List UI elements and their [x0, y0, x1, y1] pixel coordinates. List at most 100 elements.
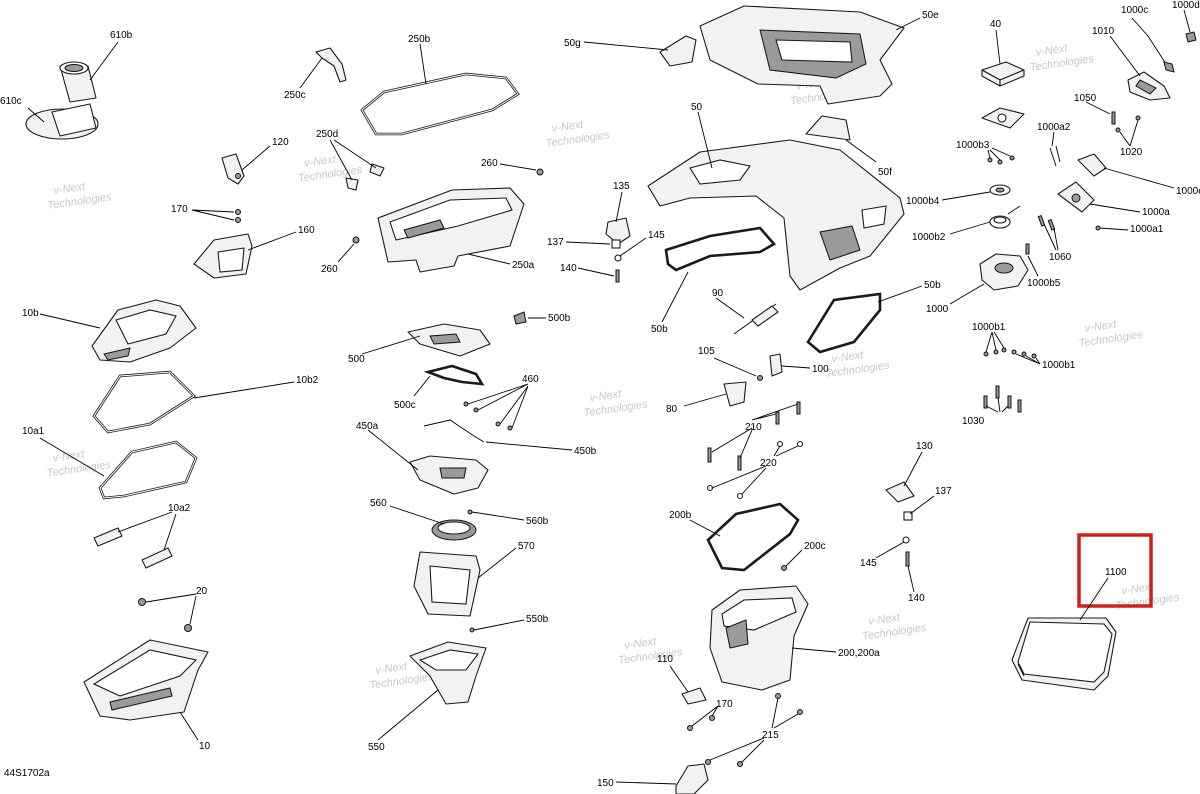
- leader-150: [615, 781, 677, 785]
- leader-50e: [895, 17, 921, 31]
- part-80-bracket[interactable]: [723, 381, 747, 407]
- label-100: 100: [812, 364, 829, 375]
- part-1000-mount-plate[interactable]: [981, 107, 1025, 129]
- part-1000b5-pin[interactable]: [1025, 243, 1030, 255]
- part-10-base-tub[interactable]: [83, 639, 209, 721]
- part-50b-seal-right[interactable]: [806, 292, 882, 354]
- leader-170a: [191, 209, 235, 221]
- part-1010-bracket[interactable]: [1127, 71, 1171, 101]
- part-40-pad[interactable]: [981, 61, 1025, 87]
- part-160-cover[interactable]: [193, 233, 253, 279]
- leader-20: [145, 593, 197, 625]
- part-170-screws-lower[interactable]: [687, 715, 715, 731]
- label-145b: 145: [860, 558, 877, 569]
- part-1000a1-screw[interactable]: [1095, 225, 1101, 231]
- part-1000a-actuator[interactable]: [1057, 181, 1095, 213]
- leader-215: [709, 697, 799, 763]
- leader-110: [669, 665, 689, 693]
- part-150-bracket[interactable]: [675, 763, 709, 794]
- part-250a-tray[interactable]: [377, 187, 525, 273]
- part-135-bracket[interactable]: [605, 217, 631, 245]
- leader-137a: [565, 241, 611, 245]
- part-90-gas-strut[interactable]: [733, 303, 779, 335]
- part-1020-screws[interactable]: [1115, 115, 1141, 133]
- part-10b2-seal[interactable]: [92, 370, 197, 434]
- label-250a: 250a: [512, 260, 535, 271]
- part-50e-decal[interactable]: [699, 5, 905, 105]
- svg-text:v-Next: v-Next: [868, 611, 902, 627]
- label-10a2: 10a2: [168, 503, 191, 514]
- part-130-bracket[interactable]: [885, 481, 915, 503]
- part-105-screw[interactable]: [757, 375, 763, 381]
- part-215-screws[interactable]: [705, 693, 803, 767]
- part-1030-bolts[interactable]: [983, 385, 1022, 413]
- part-1000b1-screws-right[interactable]: [1011, 349, 1037, 359]
- part-1000b3-screws[interactable]: [987, 155, 1015, 165]
- part-10a2-strips[interactable]: [93, 527, 173, 569]
- part-610b-cup[interactable]: [59, 61, 97, 103]
- part-610c-pad[interactable]: [25, 103, 99, 140]
- part-450a-housing[interactable]: [409, 455, 489, 495]
- part-50f-panel[interactable]: [805, 115, 851, 141]
- part-1000b2-spring[interactable]: [989, 205, 1021, 229]
- part-140-bolt-right[interactable]: [905, 551, 910, 567]
- part-250b-seal[interactable]: [360, 72, 520, 136]
- label-500c: 500c: [394, 400, 416, 411]
- svg-text:v-Next: v-Next: [375, 660, 409, 676]
- part-20-clips[interactable]: [138, 598, 192, 632]
- leader-250b: [419, 43, 427, 85]
- part-140-bolt-top[interactable]: [615, 269, 620, 283]
- part-500-cover[interactable]: [407, 323, 491, 357]
- part-1060-pins[interactable]: [1037, 214, 1056, 231]
- part-200c-clip[interactable]: [781, 565, 787, 571]
- part-1000d-connector[interactable]: [1185, 31, 1197, 43]
- leader-1000b1-left: [985, 331, 1005, 353]
- label-610b: 610b: [110, 30, 133, 41]
- part-1000e-sensor[interactable]: [1077, 153, 1107, 177]
- part-145-washer-right[interactable]: [902, 536, 910, 544]
- part-1000c-cable[interactable]: [1131, 17, 1175, 73]
- label-135: 135: [613, 181, 630, 192]
- part-550-tray[interactable]: [409, 641, 487, 705]
- part-170-screws[interactable]: [235, 209, 241, 223]
- leader-140b: [907, 565, 915, 593]
- part-460-screws[interactable]: [463, 401, 513, 431]
- part-210-bolts[interactable]: [707, 401, 801, 471]
- part-560b-screw[interactable]: [467, 509, 473, 515]
- part-450b-rod[interactable]: [423, 419, 485, 443]
- part-120-bracket[interactable]: [221, 153, 245, 185]
- part-570-bin[interactable]: [413, 551, 481, 617]
- part-200-storage-bin[interactable]: [709, 585, 809, 691]
- part-250d-strips[interactable]: [345, 163, 385, 191]
- part-250c-clip[interactable]: [315, 47, 347, 83]
- leader-260a: [499, 163, 537, 171]
- part-500c-seal[interactable]: [423, 364, 485, 386]
- part-1100-pad[interactable]: [1011, 617, 1117, 691]
- svg-text:v-Next: v-Next: [1035, 42, 1069, 58]
- part-260-screws[interactable]: [352, 168, 544, 244]
- part-137-bushing-top[interactable]: [611, 239, 621, 249]
- part-110-latch[interactable]: [681, 687, 707, 705]
- label-220: 220: [760, 458, 777, 469]
- part-550b-screw[interactable]: [469, 627, 475, 633]
- leader-450b: [485, 441, 573, 451]
- part-10a1-seal[interactable]: [98, 440, 198, 500]
- label-105: 105: [698, 346, 715, 357]
- part-1000b4-washer[interactable]: [989, 184, 1011, 196]
- leader-135: [615, 191, 623, 223]
- part-1000a2-wires[interactable]: [1049, 145, 1061, 167]
- label-10a1: 10a1: [22, 426, 45, 437]
- part-100-latch[interactable]: [769, 353, 783, 377]
- part-10b-housing[interactable]: [91, 299, 197, 363]
- part-200b-seal[interactable]: [706, 502, 800, 572]
- part-50g-panel[interactable]: [659, 35, 697, 67]
- part-1000-actuator-base[interactable]: [979, 253, 1029, 291]
- part-500b-clip[interactable]: [513, 311, 527, 325]
- part-560-lid[interactable]: [431, 519, 477, 541]
- part-50-hood[interactable]: [647, 139, 905, 291]
- label-1000b1-right: 1000b1: [1042, 360, 1076, 371]
- part-1050-screw[interactable]: [1111, 111, 1116, 125]
- part-50b-seal-left[interactable]: [664, 226, 777, 272]
- part-145-washer-top[interactable]: [614, 254, 622, 262]
- part-137-bushing-right[interactable]: [903, 511, 913, 521]
